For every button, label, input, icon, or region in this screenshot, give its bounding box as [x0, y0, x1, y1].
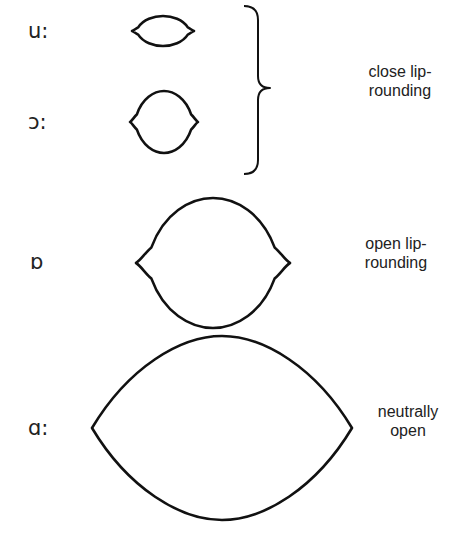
lip-rounding-label: close lip-rounding: [354, 62, 446, 100]
vowel-symbol: ɔ:: [28, 110, 47, 134]
vowel-symbol: ɒ: [30, 250, 43, 274]
lip-shape-close-o: [130, 91, 198, 153]
lip-shape-close-u: [132, 16, 194, 46]
vowel-symbol: ɑ:: [28, 416, 48, 440]
lip-opening-label: neutrally open: [362, 402, 454, 440]
lip-shape-open-rounding: [136, 198, 290, 328]
lip-shape-neutral-open: [92, 336, 352, 520]
lip-rounding-label: open lip-rounding: [350, 234, 442, 272]
bracket: [244, 6, 270, 174]
vowel-symbol: u:: [28, 19, 48, 43]
